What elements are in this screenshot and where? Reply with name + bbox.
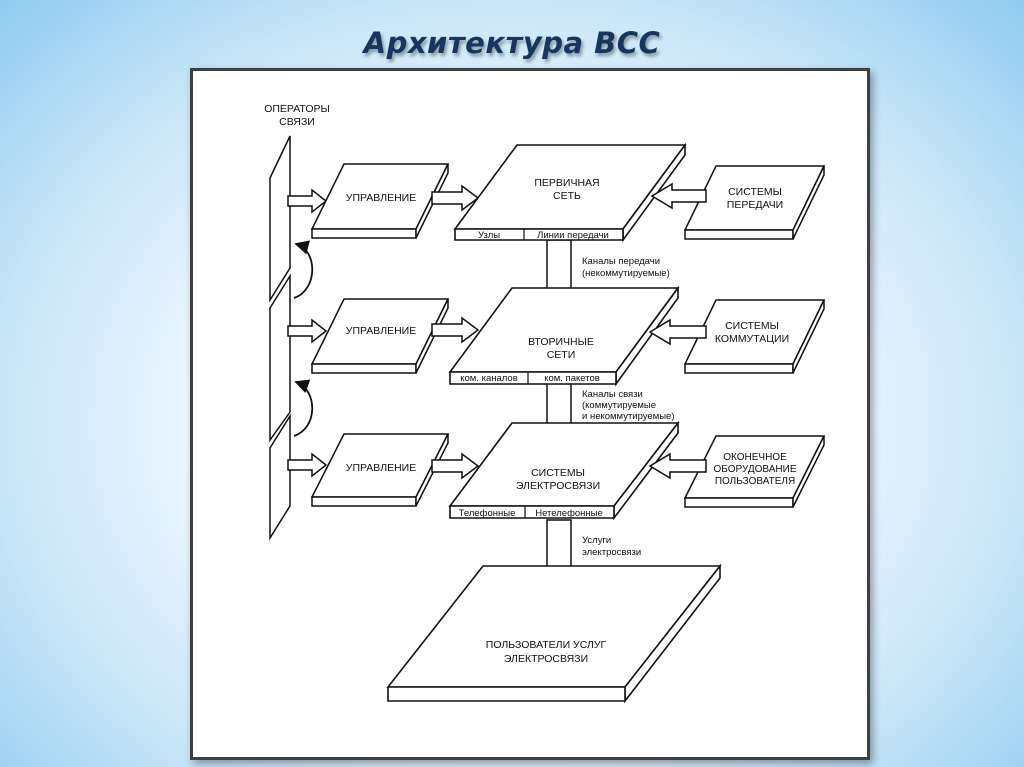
right-box-arrows [648,182,707,480]
control-label-2: УПРАВЛЕНИЕ [346,325,416,337]
transmission-systems-box [683,165,826,240]
link3-line2: электросвязи [582,547,641,558]
operators-label-line2: СВЯЗИ [279,116,315,128]
telecom-tab-telephone: Телефонные [459,508,516,519]
link3-line1: Услуги [582,535,611,546]
telecom-title-line1: СИСТЕМЫ [531,467,585,479]
telecom-title-line2: ЭЛЕКТРОСВЯЗИ [516,480,600,492]
terminal-equipment-line2: ОБОРУДОВАНИЕ [714,464,797,475]
secondary-networks-slab [448,285,680,387]
control-to-layer-arrows [431,184,480,480]
primary-tab-lines: Линии передачи [537,230,609,241]
link1-line2: (некоммутируемые) [582,268,670,279]
secondary-tab-circuit: ком. каналов [460,373,518,384]
link1-line1: Каналы передачи [582,256,660,267]
users-slab [386,563,722,704]
link2-line3: и некоммутируемые) [582,411,675,422]
operators-panels [269,135,291,541]
users-title-line2: ЭЛЕКТРОСВЯЗИ [504,653,588,665]
primary-title-line2: СЕТЬ [553,190,581,202]
terminal-equipment-box [683,435,826,508]
operator-curved-arrows [293,240,314,437]
link2-line2: (коммутируемые [582,400,656,411]
link2-line1: Каналы связи [582,389,643,400]
secondary-tab-packet: ком. пакетов [544,373,600,384]
secondary-title-line1: ВТОРИЧНЫЕ [528,336,594,348]
primary-title-line1: ПЕРВИЧНАЯ [534,177,599,189]
control-label-3: УПРАВЛЕНИЕ [346,462,416,474]
operator-to-control-arrows [287,188,328,478]
telecom-systems-slab [448,420,680,521]
switching-systems-line2: КОММУТАЦИИ [715,333,789,345]
operators-label-line1: ОПЕРАТОРЫ [264,103,330,115]
primary-tab-nodes: Узлы [478,230,500,241]
primary-network-slab [453,142,687,243]
switching-systems-line1: СИСТЕМЫ [725,320,779,332]
transmission-systems-line1: СИСТЕМЫ [728,186,782,198]
terminal-equipment-line3: ПОЛЬЗОВАТЕЛЯ [715,476,795,487]
telecom-tab-nontelephone: Нетелефонные [535,508,603,519]
terminal-equipment-line1: ОКОНЕЧНОЕ [723,452,787,463]
transmission-systems-line2: ПЕРЕДАЧИ [727,199,783,211]
switching-systems-box [683,299,826,374]
secondary-title-line2: СЕТИ [547,349,576,361]
users-title-line1: ПОЛЬЗОВАТЕЛИ УСЛУГ [486,639,607,651]
slide-title: Архитектура ВСС [363,26,661,60]
control-label-1: УПРАВЛЕНИЕ [346,192,416,204]
